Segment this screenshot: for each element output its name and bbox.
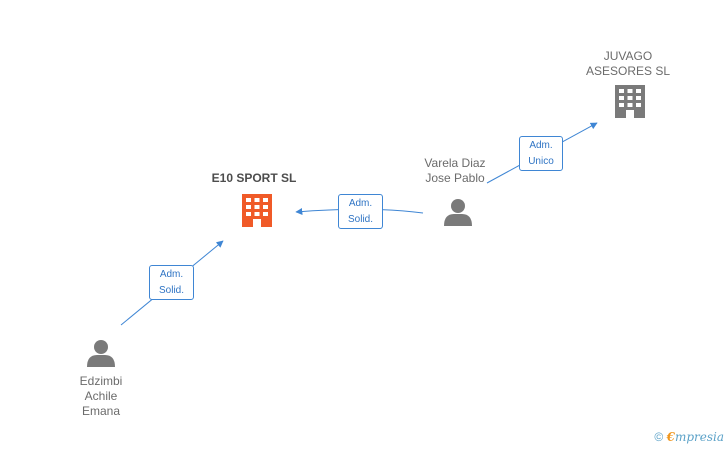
edge-badge-adm-solid-varela[interactable]: Adm. Solid. bbox=[338, 194, 383, 229]
person-icon[interactable] bbox=[443, 198, 473, 226]
edge-badge-line: Adm. bbox=[159, 269, 184, 280]
edge-badge-adm-solid-edzimbi[interactable]: Adm. Solid. bbox=[149, 265, 194, 300]
brand-logo-text: mpresia bbox=[674, 430, 724, 444]
company-label-line: JUVAGO bbox=[603, 49, 653, 63]
person-label-varela[interactable]: Varela Diaz Jose Pablo bbox=[408, 156, 502, 186]
company-label-juvago[interactable]: JUVAGO ASESORES SL bbox=[578, 49, 678, 79]
company-label-line: E10 SPORT SL bbox=[211, 171, 297, 185]
company-label-e10[interactable]: E10 SPORT SL bbox=[196, 171, 312, 186]
brand-logo-e: € bbox=[666, 430, 675, 444]
building-icon[interactable] bbox=[614, 84, 646, 120]
edge-badge-line: Unico bbox=[528, 156, 554, 167]
edge-badge-line: Adm. bbox=[529, 140, 553, 151]
person-label-line: Emana bbox=[81, 404, 121, 418]
edge-badge-adm-unico[interactable]: Adm. Unico bbox=[519, 136, 563, 171]
footer-brand: © €mpresia bbox=[654, 430, 724, 444]
edge-badge-line: Solid. bbox=[347, 214, 373, 225]
edge-badge-line: Solid. bbox=[158, 285, 184, 296]
edge-badge-line: Adm. bbox=[348, 198, 373, 209]
brand-logo: €mpresia bbox=[667, 430, 724, 444]
copyright-symbol: © bbox=[654, 430, 664, 444]
person-label-edzimbi[interactable]: Edzimbi Achile Emana bbox=[56, 374, 146, 419]
company-label-line: ASESORES SL bbox=[585, 64, 671, 78]
person-label-line: Varela Diaz bbox=[424, 156, 486, 170]
building-icon[interactable] bbox=[241, 193, 273, 229]
person-label-line: Achile bbox=[84, 389, 118, 403]
person-label-line: Jose Pablo bbox=[425, 171, 485, 185]
person-label-line: Edzimbi bbox=[79, 374, 123, 388]
person-icon[interactable] bbox=[86, 339, 116, 367]
